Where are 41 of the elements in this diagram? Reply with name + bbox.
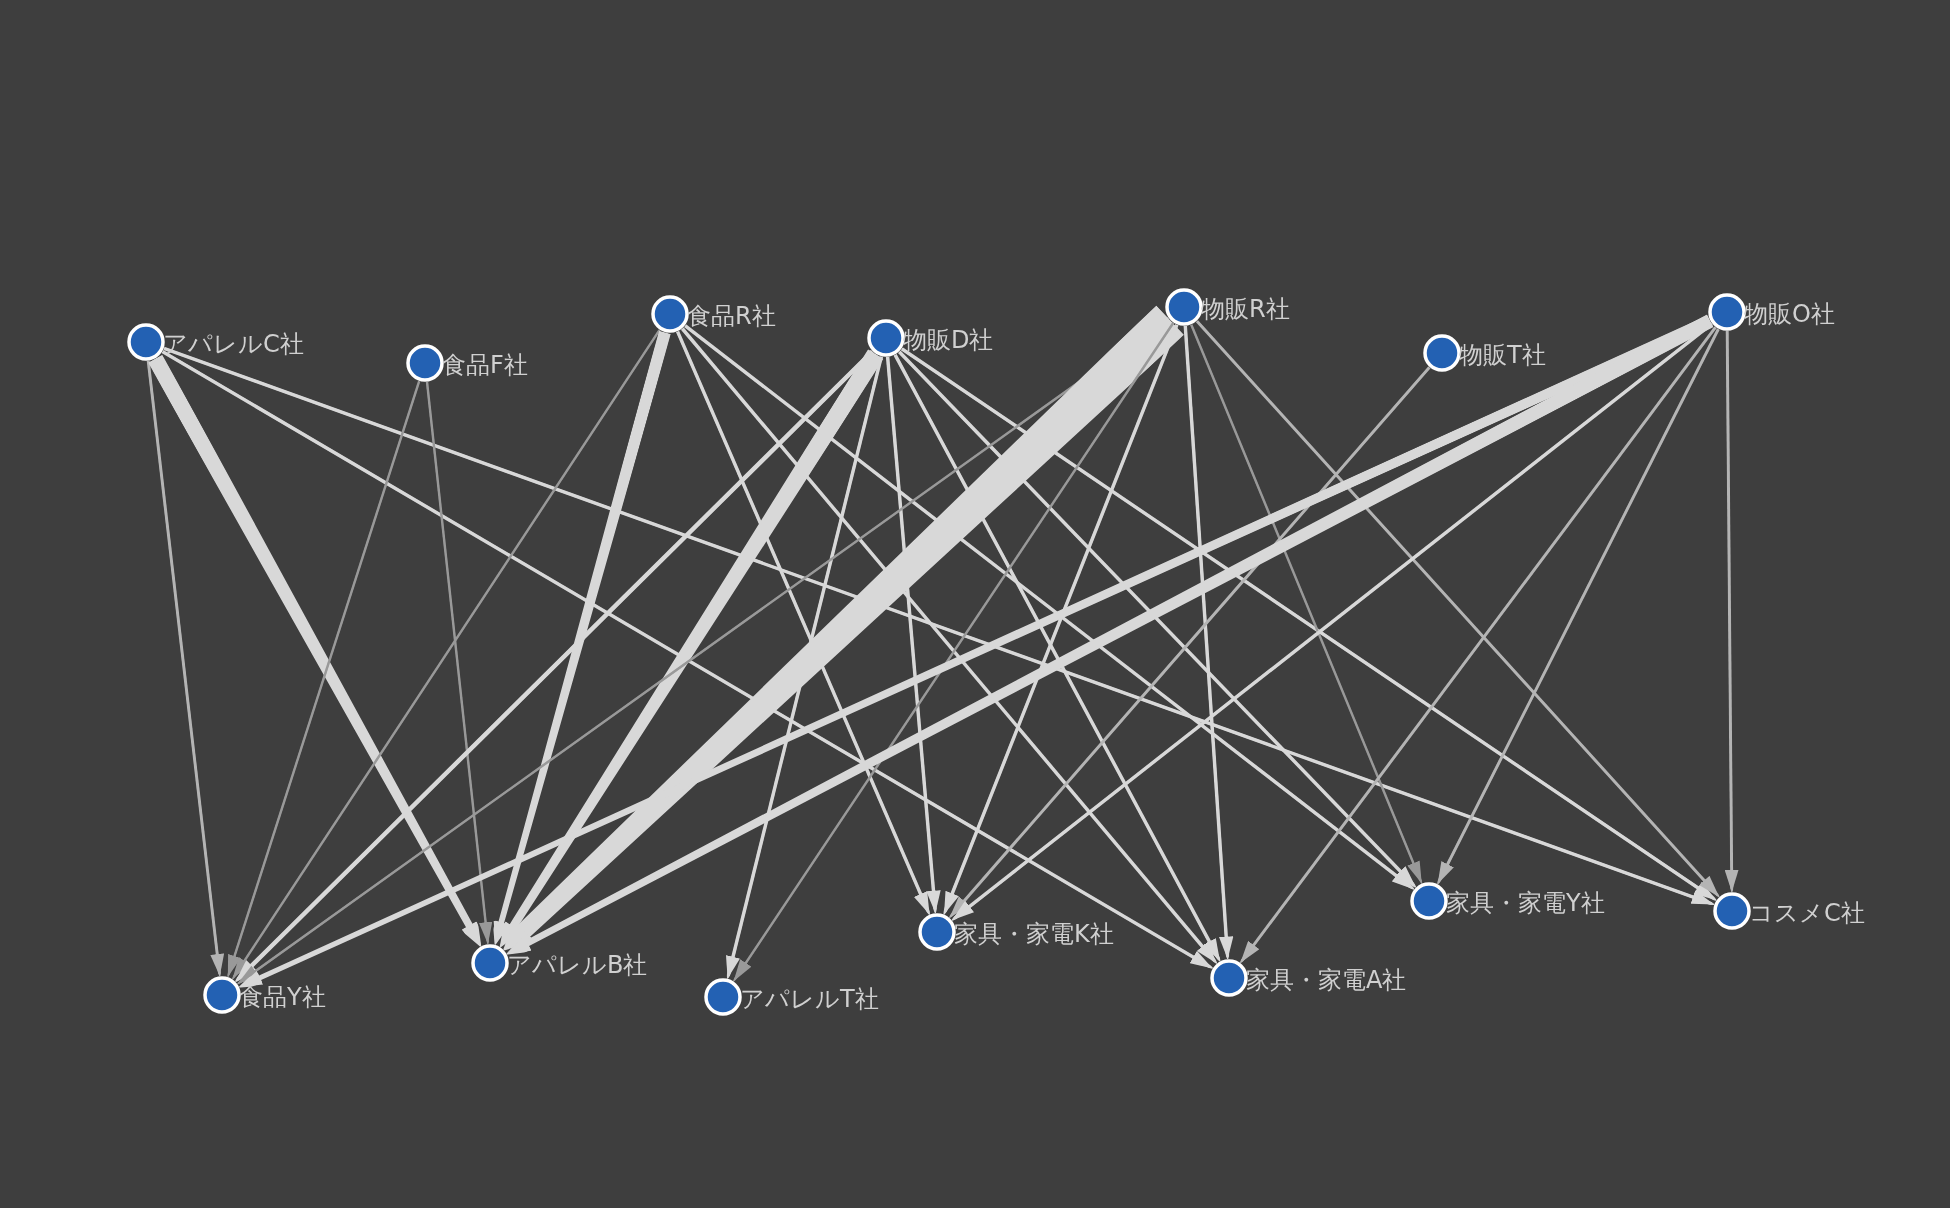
arrow [505, 314, 1714, 955]
arrow [148, 354, 482, 948]
arrow [680, 327, 1218, 965]
node-label: コスメC社 [1749, 899, 1865, 927]
arrow [502, 305, 1184, 951]
node-label: 食品R社 [687, 302, 776, 330]
arrow [227, 380, 421, 978]
arrow [425, 381, 493, 945]
arrow [492, 330, 671, 947]
arrow [897, 350, 1417, 889]
arrow [1183, 325, 1234, 960]
arrow [732, 322, 1175, 982]
node-label: 物販O社 [1744, 300, 1835, 328]
node-label: アパレルB社 [507, 951, 648, 979]
arrow [683, 324, 1416, 891]
arrow [1190, 324, 1423, 884]
node-label: 家具・家電A社 [1246, 966, 1407, 994]
node-label: 物販D社 [903, 326, 994, 354]
arrow [163, 346, 1715, 906]
node-label: 物販R社 [1201, 295, 1290, 323]
arrow [146, 360, 225, 977]
node-label: 家具・家電K社 [954, 920, 1114, 948]
arrow [1436, 328, 1720, 885]
arrow [675, 330, 931, 916]
node-label: 家具・家電Y社 [1446, 889, 1605, 917]
node-label: 食品F社 [442, 351, 528, 379]
arrow [893, 353, 1221, 963]
arrow [1724, 331, 1739, 892]
arrow [499, 349, 884, 949]
arrow [725, 355, 884, 980]
arrow [231, 329, 661, 980]
arrow [948, 366, 1431, 919]
arrow [885, 356, 941, 914]
arrow [1239, 326, 1717, 964]
node-label: 物販T社 [1459, 341, 1546, 369]
arrow [161, 350, 1214, 970]
node-label: アパレルT社 [740, 985, 879, 1013]
arrow [943, 324, 1179, 915]
node-label: 食品Y社 [239, 983, 326, 1011]
node-label: アパレルC社 [163, 330, 304, 358]
arrow [1195, 320, 1721, 898]
